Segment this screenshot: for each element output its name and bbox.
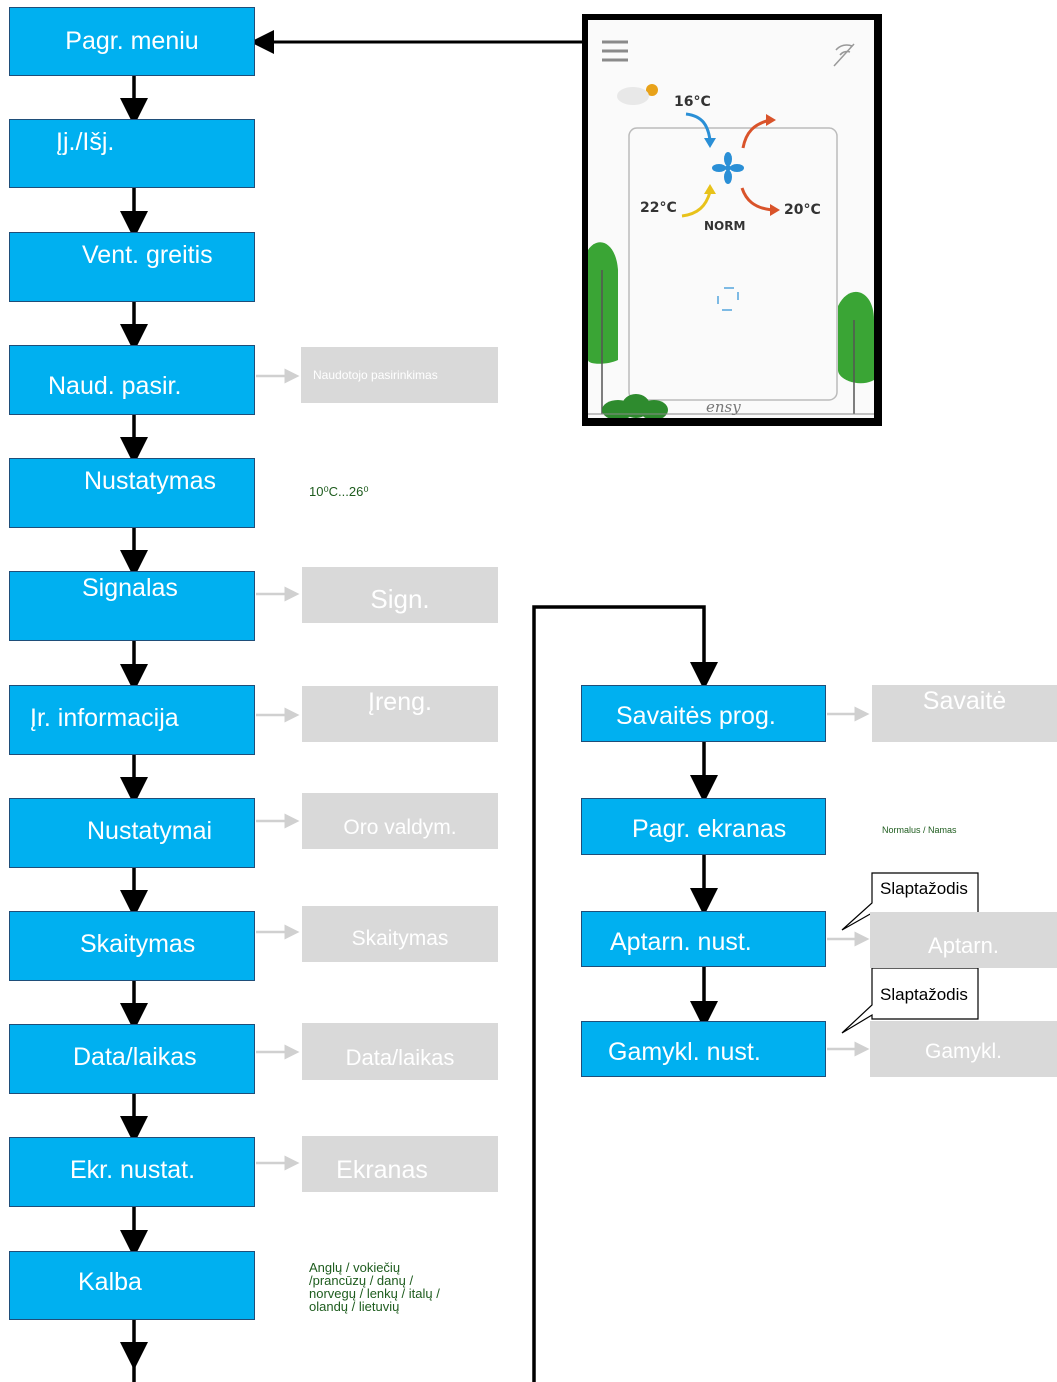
submenu-ireng: Įreng.	[302, 686, 498, 742]
note-temp-range: 10⁰C...26⁰	[309, 484, 369, 499]
submenu-label: Ekranas	[336, 1155, 428, 1184]
device-graphics	[588, 40, 874, 418]
recirculation-icon	[717, 287, 739, 311]
submenu-label: Sign.	[370, 583, 430, 614]
menu-box-signalas[interactable]: Signalas	[9, 571, 255, 641]
tree-left-icon	[588, 242, 618, 414]
menu-box-nustatymai[interactable]: Nustatymai	[9, 798, 255, 868]
menu-box-label: Ekr. nustat.	[70, 1156, 196, 1184]
menu-box-kalba[interactable]: Kalba	[9, 1251, 255, 1320]
submenu-savaite: Savaitė	[872, 685, 1057, 742]
device-screen: 16°C 22°C 20°C NORM ensy	[588, 20, 874, 418]
menu-box-label: Vent. greitis	[82, 241, 213, 269]
indoor-temp: 22°C	[640, 200, 677, 216]
note-screen-mode: Normalus / Namas	[882, 825, 957, 835]
menu-box-ir-informacija[interactable]: Įr. informacija	[9, 685, 255, 755]
yellow-arrow-icon	[681, 191, 712, 218]
wifi-off-icon	[833, 43, 855, 67]
menu-box-skaitymas[interactable]: Skaitymas	[9, 911, 255, 981]
submenu-arrows	[256, 368, 870, 1171]
menu-box-aptarn-nust[interactable]: Aptarn. nust.	[581, 911, 826, 967]
menu-box-label: Skaitymas	[80, 930, 196, 958]
callout-password-1: Slaptažodis	[880, 879, 968, 898]
menu-box-data-laikas[interactable]: Data/laikas	[9, 1024, 255, 1094]
menu-box-label: Signalas	[82, 574, 178, 602]
menu-box-ekr-nustat[interactable]: Ekr. nustat.	[9, 1137, 255, 1207]
menu-box-naud-pasir[interactable]: Naud. pasir.	[9, 345, 255, 415]
menu-box-label: Kalba	[78, 1268, 142, 1296]
submenu-label: Įreng.	[368, 688, 432, 716]
menu-box-pagr-ekranas[interactable]: Pagr. ekranas	[581, 798, 826, 855]
submenu-gamykl: Gamykl.	[870, 1021, 1057, 1077]
callout-password-2: Slaptažodis	[880, 985, 968, 1004]
submenu-aptarn: Aptarn.	[870, 912, 1057, 968]
menu-box-ij-isj[interactable]: Įj./Išj.	[9, 119, 255, 188]
red-arrow-down-icon	[740, 187, 773, 212]
submenu-label: Savaitė	[922, 687, 1007, 715]
menu-box-gamykl-nust[interactable]: Gamykl. nust.	[581, 1021, 826, 1077]
menu-box-label: Pagr. ekranas	[632, 815, 787, 843]
submenu-label: Gamykl.	[924, 1040, 1002, 1063]
submenu-ekranas: Ekranas	[302, 1136, 498, 1192]
fan-icon	[712, 152, 744, 184]
submenu-data-laikas: Data/laikas	[302, 1023, 498, 1080]
submenu-label: Aptarn.	[928, 933, 999, 958]
menu-box-nustatymas[interactable]: Nustatymas	[9, 458, 255, 528]
tree-right-icon	[838, 291, 874, 414]
submenu-oro-valdym: Oro valdym.	[302, 793, 498, 849]
menu-box-label: Nustatymai	[87, 817, 213, 845]
submenu-label: Data/laikas	[345, 1044, 455, 1070]
submenu-skaitymas: Skaitymas	[302, 906, 498, 962]
menu-box-label: Gamykl. nust.	[608, 1038, 761, 1066]
menu-box-savaites-prog[interactable]: Savaitės prog.	[581, 685, 826, 742]
hamburger-menu-icon	[602, 40, 628, 62]
callout-shape-password-2	[841, 967, 979, 1034]
menu-box-label: Įj./Išj.	[56, 128, 115, 156]
menu-box-label: Aptarn. nust.	[610, 928, 752, 956]
menu-box-pagr-meniu[interactable]: Pagr. meniu	[9, 7, 255, 76]
supply-temp: 20°C	[784, 202, 821, 218]
menu-box-label: Pagr. meniu	[65, 27, 199, 55]
submenu-label: Naudotojo pasirinkimas	[313, 368, 438, 382]
submenu-label: Skaitymas	[351, 927, 449, 950]
menu-box-label: Nustatymas	[84, 467, 216, 495]
outdoor-temp: 16°C	[674, 94, 711, 110]
menu-box-label: Data/laikas	[73, 1043, 197, 1071]
menu-box-label: Naud. pasir.	[48, 372, 182, 400]
right-branch-connector	[532, 605, 718, 1382]
submenu-sign: Sign.	[302, 567, 498, 623]
device-screenshot: 16°C 22°C 20°C NORM ensy	[582, 14, 882, 426]
weather-icon	[617, 84, 658, 105]
mode-label: NORM	[704, 219, 746, 233]
house-outline	[628, 127, 838, 401]
menu-box-vent-greitis[interactable]: Vent. greitis	[9, 232, 255, 302]
submenu-label: Oro valdym.	[343, 816, 457, 839]
red-arrow-up-icon	[741, 118, 771, 149]
menu-box-label: Įr. informacija	[30, 704, 179, 732]
brand-logo: ensy	[706, 398, 741, 416]
submenu-naudotojo: Naudotojo pasirinkimas	[301, 347, 498, 403]
menu-box-label: Savaitės prog.	[616, 702, 776, 730]
note-language-list: Anglų / vokiečių /prancūzų / danų / norv…	[309, 1260, 440, 1314]
blue-arrow-icon	[685, 112, 712, 141]
